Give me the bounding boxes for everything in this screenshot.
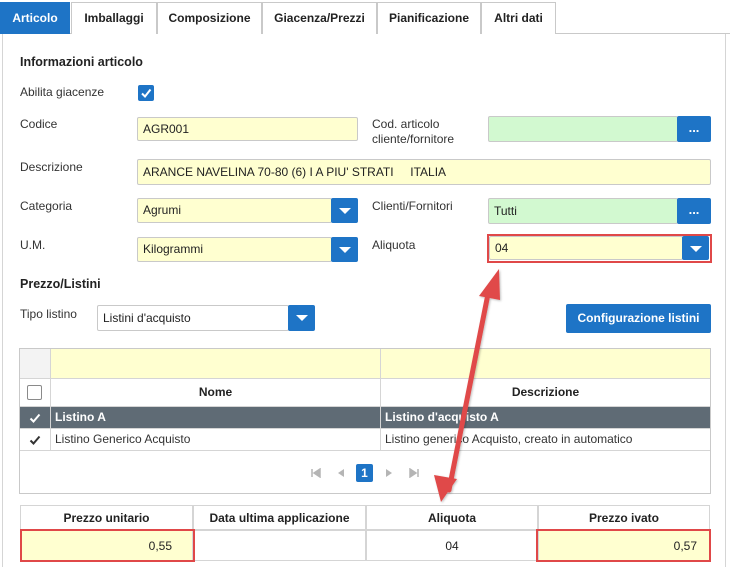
page-number-current[interactable]: 1 (356, 464, 373, 482)
chevron-down-icon (339, 208, 351, 214)
categoria-label: Categoria (20, 199, 73, 213)
tab-articolo[interactable]: Articolo (0, 2, 70, 34)
tab-composizione[interactable]: Composizione (157, 2, 262, 34)
filter-descrizione-input[interactable] (381, 349, 710, 379)
cod-articolo-label-line1: Cod. articolo (372, 117, 440, 131)
chevron-down-icon (690, 246, 702, 252)
categoria-dropdown-button[interactable] (331, 198, 358, 223)
descrizione-label: Descrizione (20, 160, 83, 174)
chevron-down-icon (296, 315, 308, 321)
section-informazioni-articolo: Informazioni articolo (20, 55, 143, 69)
chevron-down-icon (339, 247, 351, 253)
table-row-checkbox[interactable] (20, 429, 51, 451)
table-row-descrizione[interactable]: Listino generico Acquisto, creato in aut… (381, 429, 710, 451)
select-all-checkbox[interactable] (27, 385, 42, 400)
arrow-shaft (446, 291, 491, 493)
tab-giacenza-prezzi[interactable]: Giacenza/Prezzi (262, 2, 377, 34)
check-icon (29, 413, 41, 423)
prezzo-unitario-value[interactable]: 0,55 (20, 530, 193, 561)
tab-pianificazione[interactable]: Pianificazione (377, 2, 481, 34)
check-icon (29, 435, 41, 445)
tab-bar: Articolo Imballaggi Composizione Giacenz… (0, 0, 730, 34)
next-page-icon[interactable] (384, 468, 394, 478)
prev-page-icon[interactable] (336, 468, 346, 478)
um-dropdown-button[interactable] (331, 237, 358, 262)
tipo-listino-dropdown-button[interactable] (288, 305, 315, 331)
grid-pager: 1 (20, 459, 710, 493)
articolo-panel (2, 34, 726, 567)
cod-articolo-label-line2: cliente/fornitore (372, 132, 455, 146)
abilita-giacenze-label: Abilita giacenze (20, 85, 105, 99)
aliquota-select[interactable]: 04 (489, 236, 683, 260)
grid-filter-gutter (20, 349, 51, 379)
select-all-cell (20, 379, 51, 407)
cod-articolo-cliente-input[interactable] (488, 116, 678, 142)
data-ultima-applicazione-value (193, 530, 366, 561)
aliquota-label: Aliquota (372, 238, 416, 252)
aliquota-value: 04 (366, 530, 538, 561)
um-label: U.M. (20, 238, 46, 252)
aliquota-dropdown-button[interactable] (682, 236, 709, 260)
descrizione-input[interactable]: ARANCE NAVELINA 70-80 (6) I A PIU' STRAT… (137, 159, 711, 185)
check-icon (141, 88, 152, 99)
codice-input[interactable]: AGR001 (137, 117, 358, 141)
table-row-nome[interactable]: Listino Generico Acquisto (51, 429, 381, 451)
tipo-listino-select[interactable]: Listini d'acquisto (97, 305, 289, 331)
abilita-giacenze-checkbox[interactable] (138, 85, 154, 101)
header-prezzo-ivato: Prezzo ivato (538, 505, 710, 530)
clienti-fornitori-browse-button[interactable]: ... (677, 198, 711, 224)
header-aliquota: Aliquota (366, 505, 538, 530)
filter-nome-input[interactable] (51, 349, 381, 379)
tipo-listino-label: Tipo listino (20, 307, 77, 321)
tab-altri-dati[interactable]: Altri dati (481, 2, 556, 34)
table-row-checkbox[interactable] (20, 407, 51, 429)
tab-imballaggi[interactable]: Imballaggi (71, 2, 157, 34)
listini-grid: Nome Descrizione Listino A Listino d'acq… (19, 348, 711, 494)
arrow-head-down (434, 475, 457, 502)
cod-articolo-cliente-label: Cod. articolo cliente/fornitore (372, 117, 454, 147)
table-row-nome[interactable]: Listino A (51, 407, 381, 429)
clienti-fornitori-label: Clienti/Fornitori (372, 199, 453, 213)
um-select[interactable]: Kilogrammi (137, 237, 332, 262)
first-page-icon[interactable] (311, 468, 321, 478)
column-header-descrizione[interactable]: Descrizione (381, 379, 710, 407)
arrow-head-up (479, 269, 500, 300)
column-header-nome[interactable]: Nome (51, 379, 381, 407)
codice-label: Codice (20, 117, 58, 131)
clienti-fornitori-input[interactable]: Tutti (488, 198, 678, 224)
last-page-icon[interactable] (409, 468, 419, 478)
header-prezzo-unitario: Prezzo unitario (20, 505, 193, 530)
header-data-ultima-applicazione: Data ultima applicazione (193, 505, 366, 530)
configurazione-listini-button[interactable]: Configurazione listini (566, 304, 711, 333)
section-prezzo-listini: Prezzo/Listini (20, 277, 101, 291)
cod-articolo-browse-button[interactable]: ... (677, 116, 711, 142)
